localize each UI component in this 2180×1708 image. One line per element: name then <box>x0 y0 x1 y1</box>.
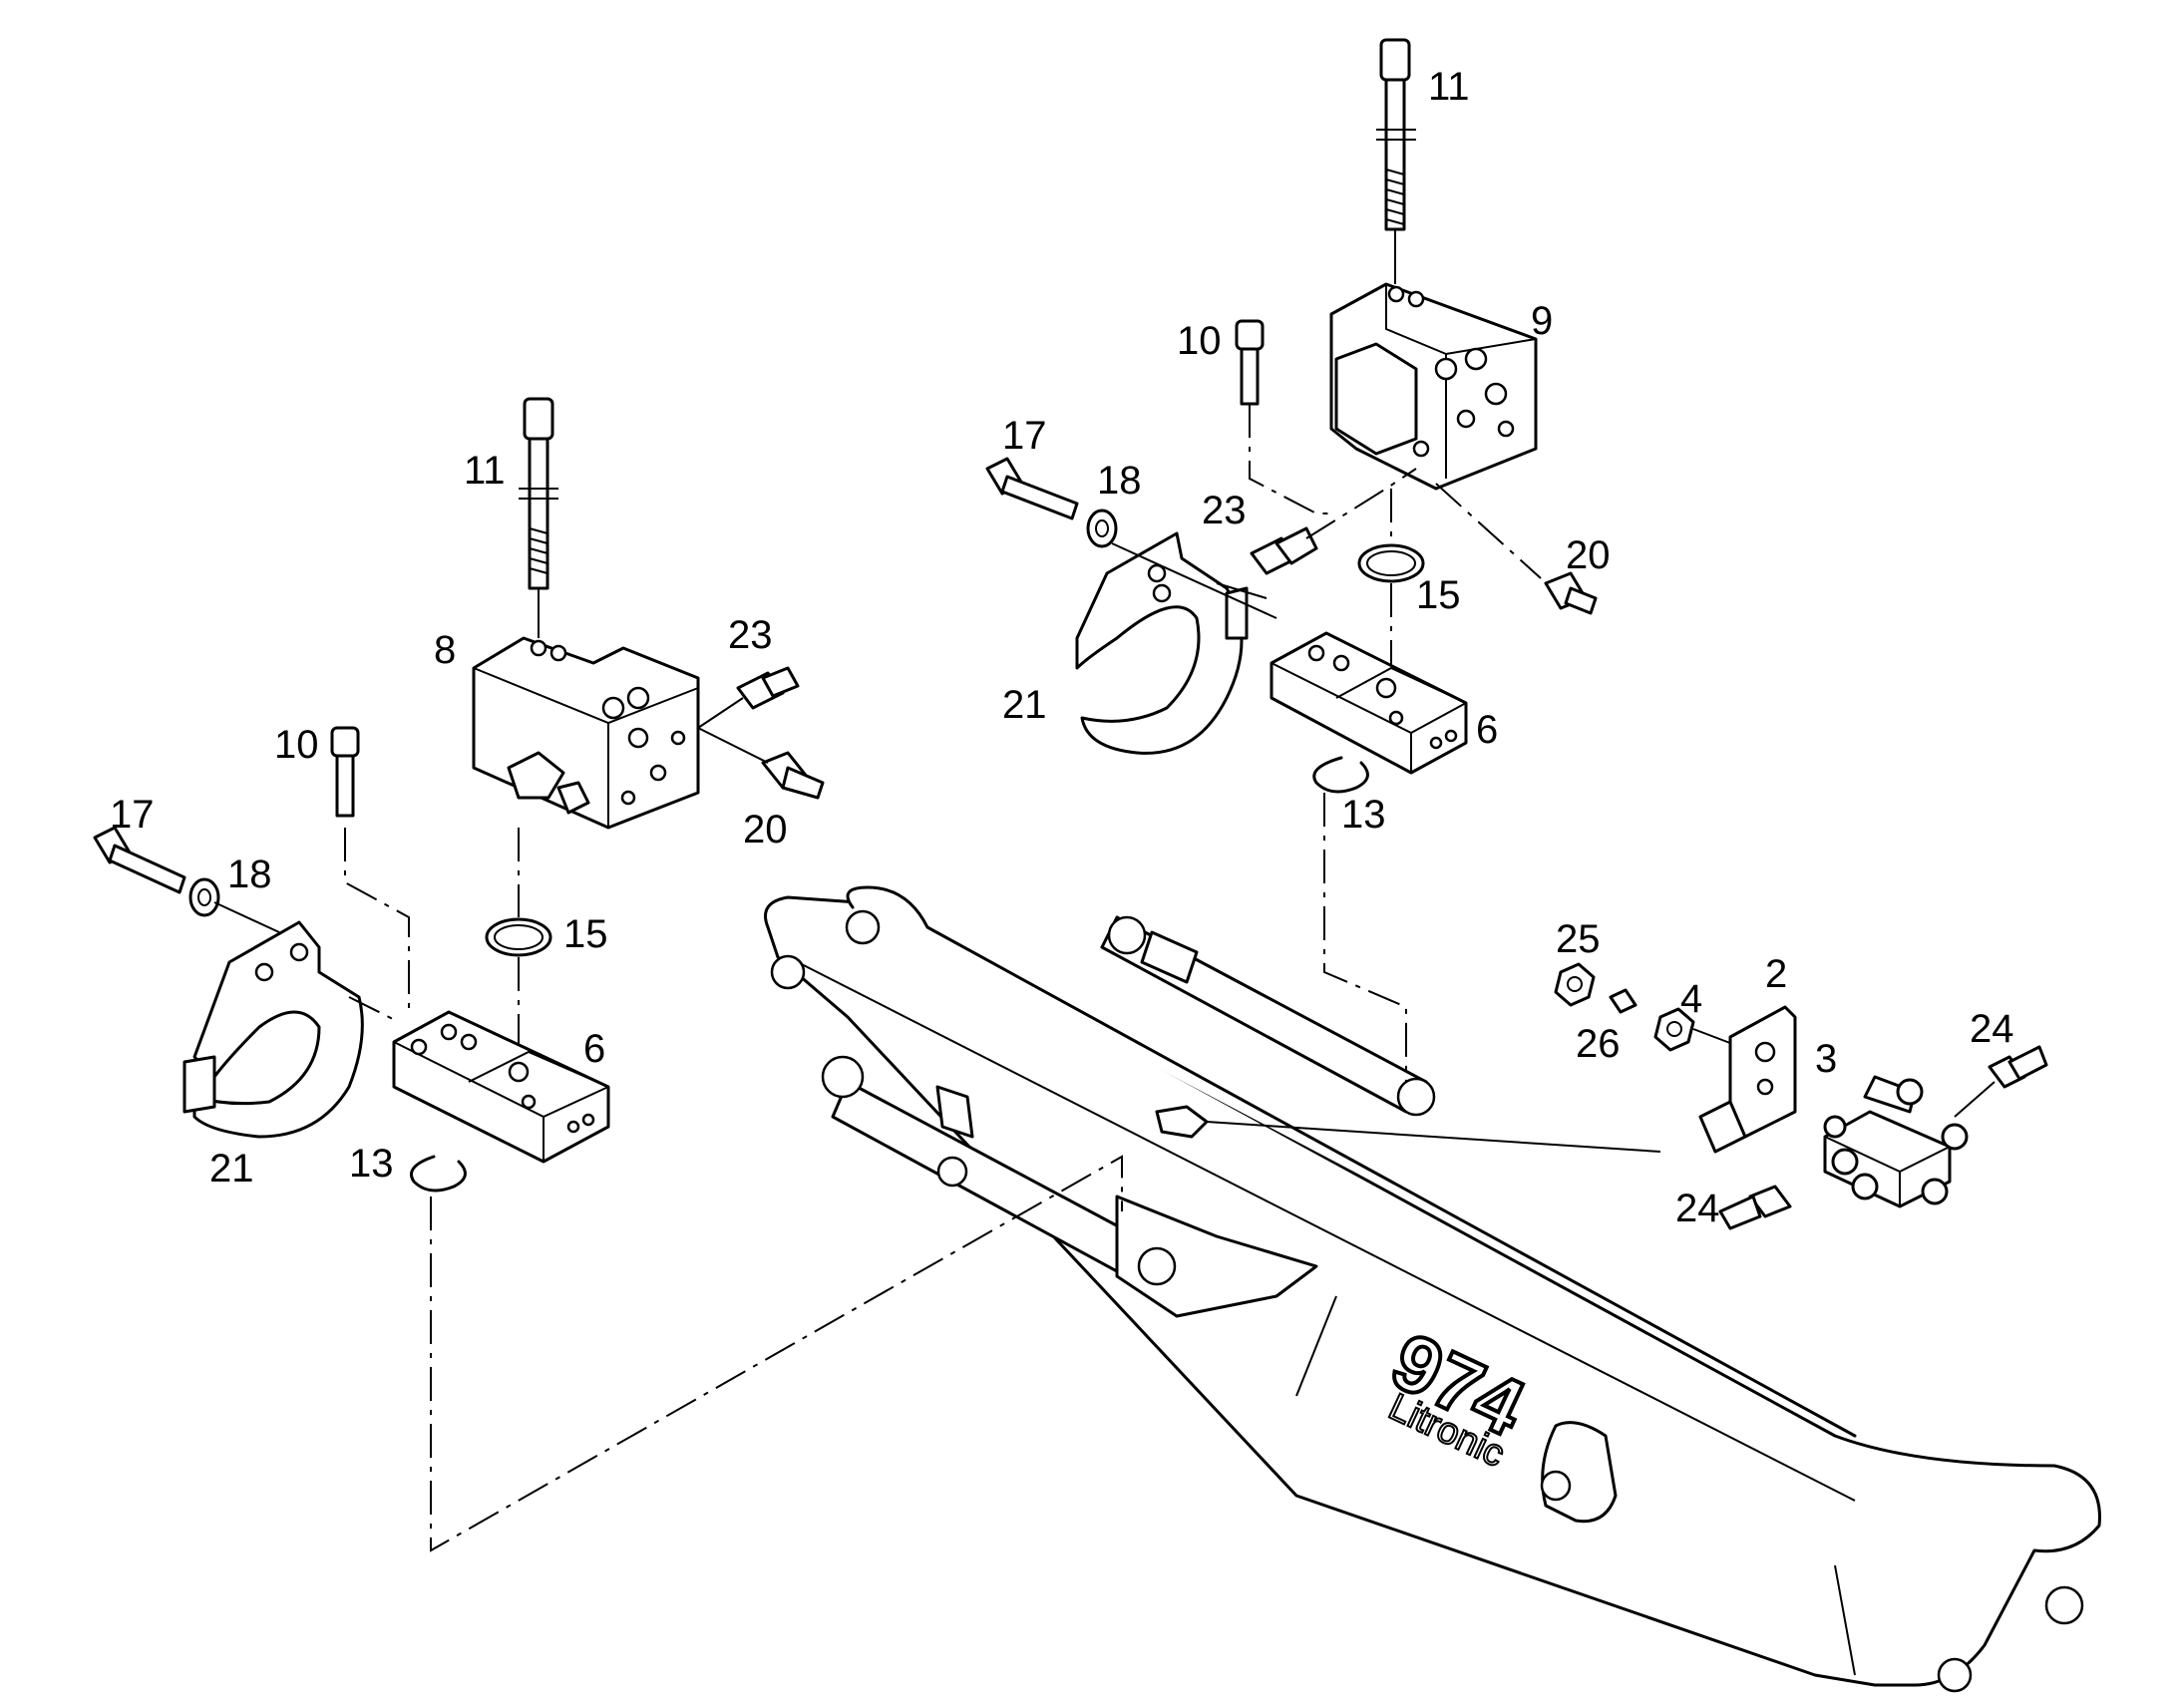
dash-13-left <box>430 1155 1123 1552</box>
callout-24-left: 24 <box>1675 1187 1720 1230</box>
bolt-10-left <box>330 726 360 818</box>
callout-26: 26 <box>1576 1022 1621 1066</box>
callout-8: 8 <box>434 628 456 672</box>
boom-pivot-hole-bottom <box>1937 1657 1973 1693</box>
callout-17-right: 17 <box>1002 414 1047 458</box>
nut-25 <box>1554 962 1596 1007</box>
leader-23-left <box>697 697 744 729</box>
callout-11-left: 11 <box>464 449 506 493</box>
valve-block-9 <box>1329 282 1538 491</box>
callout-15-right: 15 <box>1416 573 1461 617</box>
dash-10-left <box>344 828 410 1017</box>
callout-15-left: 15 <box>563 912 608 956</box>
callout-20-right: 20 <box>1566 533 1611 577</box>
bolt-11-right <box>1376 38 1416 231</box>
boom-cylinder <box>821 1055 1318 1318</box>
bolt-17-left <box>93 826 186 894</box>
callout-24-right: 24 <box>1970 1007 2014 1051</box>
leader-20-left <box>697 727 769 764</box>
dash-20-right <box>1435 483 1542 579</box>
bolt-17-right <box>985 457 1079 520</box>
fitting-24-left <box>1718 1185 1792 1230</box>
dash-23-right <box>1305 468 1417 539</box>
boom-small-fitting <box>1155 1105 1209 1139</box>
nut-4 <box>1653 1007 1695 1052</box>
fitting-20-right <box>1544 571 1598 615</box>
dash-13-right <box>1323 793 1407 1082</box>
callout-23-left: 23 <box>728 613 773 657</box>
block-6-right <box>1270 631 1468 775</box>
callout-11-right: 11 <box>1428 65 1470 109</box>
callout-13-left: 13 <box>349 1142 394 1186</box>
callout-25: 25 <box>1556 917 1601 961</box>
bolt-10-right <box>1235 319 1265 406</box>
boom-pivot-hole-right <box>2044 1585 2084 1625</box>
snapring-13-left <box>410 1155 467 1193</box>
block-6-left <box>392 1010 610 1164</box>
leader-18-left <box>213 901 280 933</box>
fitting-24-right <box>1988 1045 2048 1089</box>
snapring-13-right <box>1312 756 1369 794</box>
callout-21-right: 21 <box>1002 683 1047 727</box>
callout-23-right: 23 <box>1202 489 1247 532</box>
callout-2: 2 <box>1765 952 1787 996</box>
leader-3-boom <box>1206 1121 1661 1153</box>
callout-4: 4 <box>1680 977 1702 1021</box>
fitting-20-left <box>761 751 825 800</box>
callout-6-right: 6 <box>1476 708 1498 752</box>
callout-9: 9 <box>1531 299 1553 343</box>
boom-arm: 974 Litronic <box>764 885 2101 1693</box>
bolt-11-left <box>519 397 558 590</box>
washer-18-right <box>1086 509 1118 548</box>
dash-21-left <box>348 996 400 1023</box>
callout-18-left: 18 <box>227 853 272 896</box>
bracket-21-left <box>182 920 364 1139</box>
boom-pivot-hole-upper-left <box>770 954 806 990</box>
callout-13-right: 13 <box>1341 793 1386 837</box>
washer-18-left <box>188 877 220 917</box>
bracket-2 <box>1698 1005 1797 1154</box>
leader-17-21-right <box>1111 542 1277 619</box>
boom-pivot-hole-upper <box>845 909 881 945</box>
dash-10-right <box>1249 404 1331 514</box>
leader-24-right <box>1954 1081 1996 1118</box>
callout-20-left: 20 <box>743 808 788 852</box>
callout-17-left: 17 <box>110 793 155 837</box>
leader-4-2 <box>1692 1028 1736 1046</box>
callout-6-left: 6 <box>583 1027 605 1071</box>
fitting-23-left <box>736 666 800 710</box>
callout-3: 3 <box>1815 1037 1837 1081</box>
upper-cylinder <box>1100 915 1436 1117</box>
manifold-3 <box>1823 1075 1969 1208</box>
callout-10-left: 10 <box>274 723 319 767</box>
callout-21-left: 21 <box>209 1147 254 1191</box>
fitting-26 <box>1609 988 1637 1014</box>
callout-10-right: 10 <box>1177 319 1222 363</box>
fitting-23-right <box>1250 526 1318 575</box>
valve-block-8 <box>472 636 700 830</box>
callout-18-right: 18 <box>1097 459 1142 503</box>
